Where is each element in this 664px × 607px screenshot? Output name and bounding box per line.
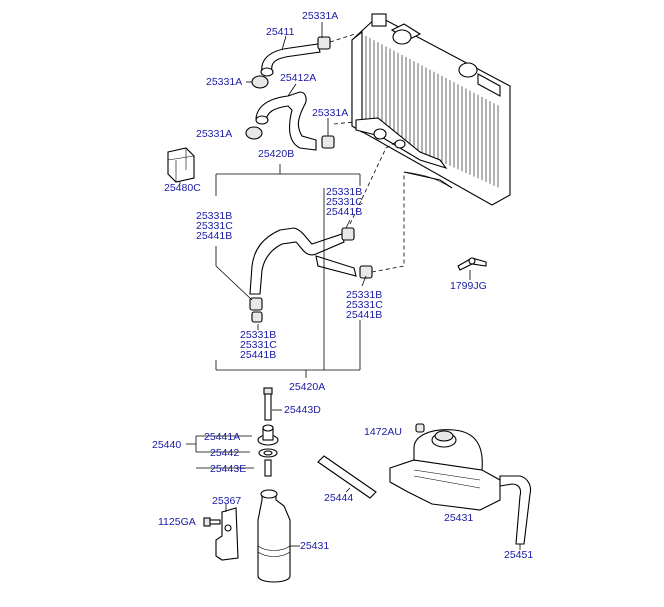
clamp-25331a-3 [245,126,263,140]
part-1799jg [457,257,487,271]
clamp-25331a-4 [321,135,335,149]
label-25331c-l1: 25331C [196,220,233,232]
label-25441a: 25441A [204,431,240,443]
label-1472au: 1472AU [364,426,402,438]
label-25451: 25451 [504,549,533,561]
bracket-25480c [167,147,195,183]
label-25431-right: 25431 [444,512,473,524]
label-25431-left: 25431 [300,540,329,552]
label-25420a: 25420A [289,381,325,393]
label-25331c-l2: 25331C [240,339,277,351]
label-25440: 25440 [152,439,181,451]
label-25441b-r1: 25441B [326,206,362,218]
label-1799jg: 1799JG [450,280,487,292]
label-25420b: 25420B [258,148,294,160]
label-25441b-l2: 25441B [240,349,276,361]
hose-lower [249,227,357,295]
label-25411: 25411 [266,26,295,38]
label-25331b-l1: 25331B [196,210,232,222]
reservoir-right [389,423,501,511]
radiator-fins [365,36,499,188]
label-1125ga: 1125GA [158,516,196,528]
clamps-lower [249,227,373,323]
label-25331b-r1: 25331B [326,186,362,198]
label-25331a-4: 25331A [196,128,232,140]
hose-25411 [260,43,321,77]
label-25331c-r1: 25331C [326,196,363,208]
label-25367: 25367 [212,495,241,507]
group-bracket-lines [179,22,471,378]
label-25331a-3: 25331A [312,107,348,119]
part-labels: 25331A 25411 25331A 25412A 25331A 25331A… [152,10,533,561]
label-25480c: 25480C [164,182,201,194]
cap-assembly [186,387,282,477]
hose-25412a [255,91,317,151]
label-25331c-r2: 25331C [346,299,383,311]
label-25442: 25442 [210,447,239,459]
clamp-25331a-2 [251,75,269,89]
mount-bracket-25367 [203,504,239,561]
connection-dash-lines [329,33,405,273]
label-25443d: 25443D [284,404,321,416]
label-25331a-top: 25331A [302,10,338,22]
label-25331b-l2: 25331B [240,329,276,341]
label-25444: 25444 [324,492,353,504]
hose-25451 [499,475,532,550]
label-25441b-r2: 25441B [346,309,382,321]
label-25441b-l1: 25441B [196,230,232,242]
label-25443e: 25443E [210,463,246,475]
label-25331a-2: 25331A [206,76,242,88]
label-25412a: 25412A [280,72,316,84]
clamp-25331a-top [317,36,331,50]
label-25331b-r2: 25331B [346,289,382,301]
hose-25444 [317,455,377,499]
reservoir-left [257,489,300,583]
radiator [351,13,511,206]
